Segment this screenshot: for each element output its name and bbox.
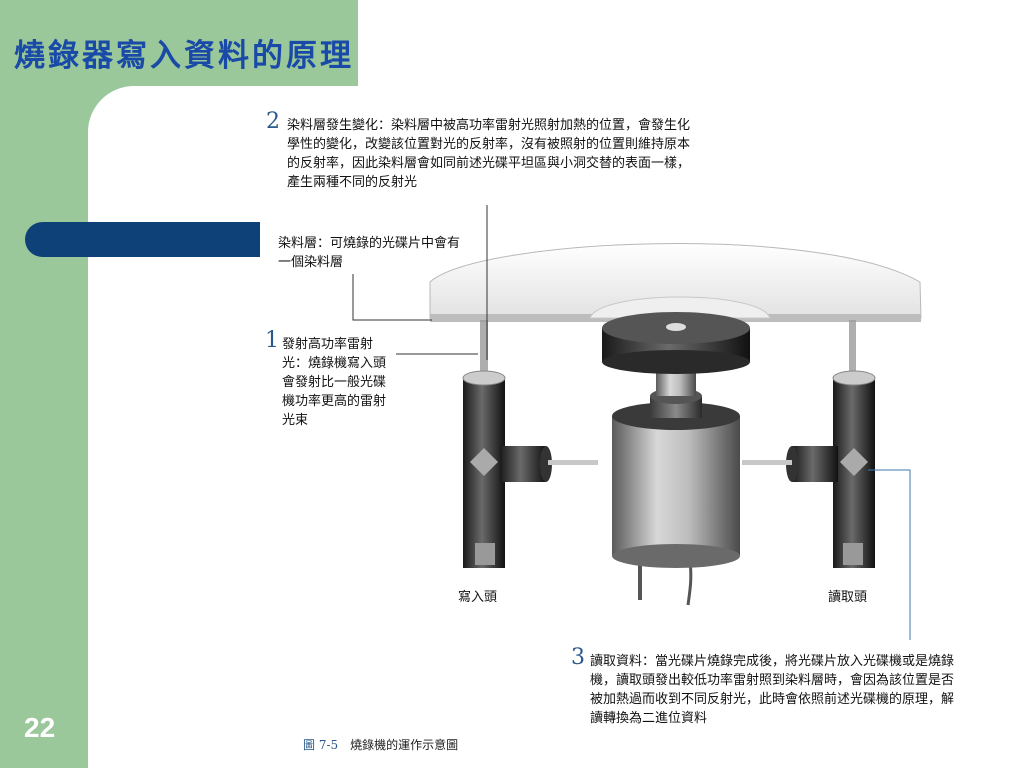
- note-2-text: 染料層發生變化：染料層中被高功率雷射光照射加熱的位置，會發生化學性的變化，改變該…: [287, 118, 691, 190]
- figure-caption: 圖 7-5 燒錄機的運作示意圖: [303, 736, 458, 753]
- page-number: 22: [24, 712, 56, 743]
- note-3-text: 讀取資料：當光碟片燒錄完成後，將光碟片放入光碟機或是燒錄機，讀取頭發出較低功率雷…: [590, 654, 955, 726]
- write-head: [462, 320, 598, 568]
- note-2-number: 2: [266, 109, 280, 134]
- note-1-number: 1: [265, 328, 279, 353]
- leader-lines: [352, 205, 911, 640]
- accent-bar: [25, 222, 260, 257]
- figure-caption-text: 燒錄機的運作示意圖: [350, 738, 459, 752]
- note-1-text: 發射高功率雷射光：燒錄機寫入頭會發射比一般光碟機功率更高的雷射光束: [282, 337, 387, 428]
- optical-disc: [429, 243, 922, 322]
- note-3-number: 3: [571, 645, 585, 670]
- read-head: [742, 320, 876, 568]
- dye-layer-text: 染料層：可燒錄的光碟片中會有一個染料層: [278, 236, 461, 270]
- write-head-label: 寫入頭: [458, 590, 498, 605]
- figure-number: 圖 7-5: [303, 738, 339, 752]
- read-head-label: 讀取頭: [828, 590, 868, 605]
- spindle-motor: [602, 312, 750, 606]
- slide-title: 燒錄器寫入資料的原理: [14, 38, 354, 74]
